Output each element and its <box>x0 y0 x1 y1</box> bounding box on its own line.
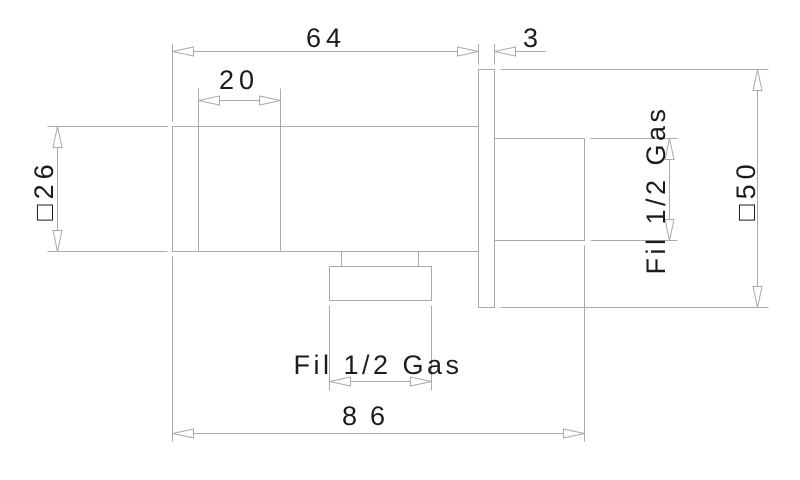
outlet-collar <box>329 266 432 301</box>
dim-bottom-thread <box>329 305 432 391</box>
dim-label-flange-thickness: 3 <box>523 23 543 53</box>
arrowhead <box>494 46 516 57</box>
dim-label-bottom-thread: Fil 1/2 Gas <box>293 350 462 380</box>
dim-ring-width <box>198 95 281 106</box>
dim-flange-square <box>500 69 769 308</box>
wall-flange-plate <box>478 69 495 308</box>
arrowhead <box>329 376 351 387</box>
dim-rear-thread <box>590 138 678 241</box>
rear-thread-boss <box>494 138 585 241</box>
arrowhead <box>172 46 194 57</box>
arrowhead <box>752 286 763 308</box>
label-layer: 64 3 20 □26 □50 Fil 1/2 Gas Fil 1/2 Gas … <box>29 23 761 431</box>
dim-body-square <box>47 126 168 252</box>
arrowhead <box>752 69 763 91</box>
geometry-layer <box>47 43 769 442</box>
arrowhead <box>52 126 63 148</box>
dim-flange-thickness <box>494 43 546 65</box>
dim-overall-length <box>172 245 585 442</box>
dim-body-length <box>172 43 479 122</box>
arrowhead <box>563 428 585 439</box>
arrowhead <box>457 46 479 57</box>
arrowhead <box>664 219 675 241</box>
dim-label-flange-square: □50 <box>731 159 761 220</box>
arrowhead <box>259 95 281 106</box>
arrowhead <box>664 138 675 160</box>
dim-label-overall-length: 86 <box>342 401 398 431</box>
arrowhead <box>172 428 194 439</box>
arrowhead <box>410 376 432 387</box>
dim-label-body-square: □26 <box>29 159 59 220</box>
arrowhead <box>198 95 220 106</box>
valve-body-outline <box>172 126 479 252</box>
dim-label-rear-thread: Fil 1/2 Gas <box>641 105 671 274</box>
dim-label-body-length: 64 <box>306 23 346 53</box>
dim-label-ring-width: 20 <box>219 65 259 95</box>
arrowhead <box>52 230 63 252</box>
